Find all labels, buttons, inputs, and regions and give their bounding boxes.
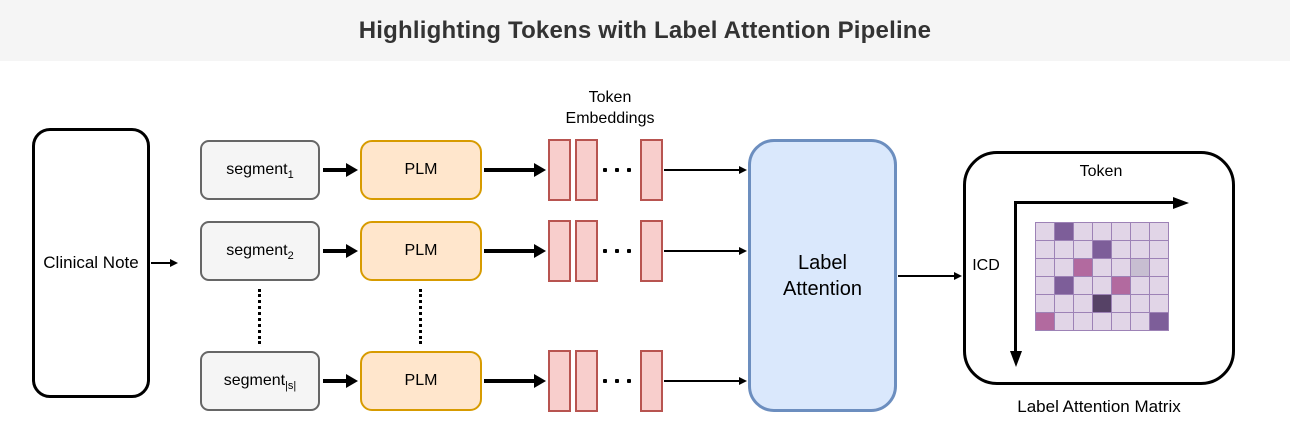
token-embedding-bar xyxy=(640,139,663,201)
label-attention-label-line2: Attention xyxy=(783,277,862,300)
token-embeddings-label: Token Embeddings xyxy=(545,87,675,129)
attention-matrix xyxy=(1035,222,1169,331)
plm-label-3: PLM xyxy=(404,372,438,389)
matrix-cell-r5-c6 xyxy=(1131,295,1149,312)
token-embedding-bar xyxy=(575,350,598,412)
matrix-cell-r1-c2 xyxy=(1055,223,1073,240)
matrix-cell-r6-c4 xyxy=(1093,313,1111,330)
matrix-cell-r2-c3 xyxy=(1074,241,1092,258)
token-embedding-bar xyxy=(575,220,598,282)
matrix-cell-r2-c6 xyxy=(1131,241,1149,258)
plm-to-embeddings-arrow-1 xyxy=(484,163,546,177)
token-embedding-bar xyxy=(548,220,571,282)
plm-box-1: PLM xyxy=(360,140,482,200)
clinical-note-label: Clinical Note xyxy=(43,253,139,272)
icd-axis-arrow xyxy=(1009,203,1022,367)
matrix-cell-r4-c7 xyxy=(1150,277,1168,294)
matrix-cell-r1-c4 xyxy=(1093,223,1111,240)
clinical-note-arrow xyxy=(151,258,178,268)
matrix-cell-r5-c7 xyxy=(1150,295,1168,312)
matrix-cell-r2-c5 xyxy=(1112,241,1130,258)
matrix-cell-r3-c7 xyxy=(1150,259,1168,276)
matrix-cell-r1-c3 xyxy=(1074,223,1092,240)
label-attention-box: Label Attention xyxy=(748,139,897,412)
matrix-cell-r5-c5 xyxy=(1112,295,1130,312)
matrix-cell-r1-c1 xyxy=(1036,223,1054,240)
matrix-cell-r4-c4 xyxy=(1093,277,1111,294)
matrix-cell-r5-c3 xyxy=(1074,295,1092,312)
segment-to-plm-arrow-2 xyxy=(323,244,358,258)
matrix-cell-r4-c3 xyxy=(1074,277,1092,294)
matrix-cell-r4-c6 xyxy=(1131,277,1149,294)
attention-to-matrix-arrow xyxy=(898,271,962,281)
matrix-cell-r2-c4 xyxy=(1093,241,1111,258)
matrix-cell-r5-c4 xyxy=(1093,295,1111,312)
matrix-cell-r1-c6 xyxy=(1131,223,1149,240)
matrix-cell-r1-c5 xyxy=(1112,223,1130,240)
token-axis-arrow xyxy=(1014,196,1189,209)
embedding-ellipsis-dots xyxy=(603,249,631,253)
matrix-cell-r3-c2 xyxy=(1055,259,1073,276)
matrix-caption: Label Attention Matrix xyxy=(1017,397,1181,416)
matrix-cell-r2-c7 xyxy=(1150,241,1168,258)
plm-box-2: PLM xyxy=(360,221,482,281)
matrix-cell-r1-c7 xyxy=(1150,223,1168,240)
embeddings-to-attention-arrow-3 xyxy=(664,376,747,386)
token-embedding-bar xyxy=(548,139,571,201)
segment-label-2: segment2 xyxy=(226,242,294,263)
plm-ellipsis-dots xyxy=(419,289,422,344)
matrix-cell-r4-c2 xyxy=(1055,277,1073,294)
segment-box-1: segment1 xyxy=(200,140,320,200)
token-embedding-bar xyxy=(640,350,663,412)
token-embedding-bar xyxy=(548,350,571,412)
matrix-cell-r6-c3 xyxy=(1074,313,1092,330)
matrix-cell-r6-c5 xyxy=(1112,313,1130,330)
matrix-cell-r6-c6 xyxy=(1131,313,1149,330)
matrix-cell-r2-c2 xyxy=(1055,241,1073,258)
matrix-cell-r3-c6 xyxy=(1131,259,1149,276)
segment-to-plm-arrow-1 xyxy=(323,163,358,177)
matrix-cell-r6-c2 xyxy=(1055,313,1073,330)
matrix-cell-r5-c1 xyxy=(1036,295,1054,312)
matrix-cell-r3-c1 xyxy=(1036,259,1054,276)
segment-subscript-3: |s| xyxy=(285,380,297,393)
segment-subscript-1: 1 xyxy=(287,169,294,182)
matrix-cell-r2-c1 xyxy=(1036,241,1054,258)
embeddings-to-attention-arrow-2 xyxy=(664,246,747,256)
segment-box-3: segment|s| xyxy=(200,351,320,411)
matrix-cell-r6-c1 xyxy=(1036,313,1054,330)
plm-to-embeddings-arrow-3 xyxy=(484,374,546,388)
segment-ellipsis-dots xyxy=(258,289,261,344)
embedding-ellipsis-dots xyxy=(603,168,631,172)
plm-label-2: PLM xyxy=(404,242,438,259)
segment-subscript-2: 2 xyxy=(287,250,294,263)
matrix-cell-r3-c5 xyxy=(1112,259,1130,276)
token-embedding-bar xyxy=(640,220,663,282)
plm-to-embeddings-arrow-2 xyxy=(484,244,546,258)
title-bar: Highlighting Tokens with Label Attention… xyxy=(0,0,1290,61)
matrix-cell-r3-c3 xyxy=(1074,259,1092,276)
token-embeddings-label-line2: Embeddings xyxy=(565,110,655,128)
clinical-note-box: Clinical Note xyxy=(32,128,150,398)
icd-axis-label: ICD xyxy=(972,257,1000,274)
segment-box-2: segment2 xyxy=(200,221,320,281)
segment-label-1: segment1 xyxy=(226,161,294,182)
token-embeddings-label-line1: Token xyxy=(588,89,632,106)
matrix-cell-r3-c4 xyxy=(1093,259,1111,276)
matrix-cell-r4-c5 xyxy=(1112,277,1130,294)
embeddings-to-attention-arrow-1 xyxy=(664,165,747,175)
label-attention-label-line1: Label xyxy=(798,251,847,274)
matrix-cell-r5-c2 xyxy=(1055,295,1073,312)
token-embedding-bar xyxy=(575,139,598,201)
page-title: Highlighting Tokens with Label Attention… xyxy=(358,16,932,44)
segment-label-3: segment|s| xyxy=(223,372,297,393)
plm-label-1: PLM xyxy=(404,161,438,178)
matrix-cell-r4-c1 xyxy=(1036,277,1054,294)
embedding-ellipsis-dots xyxy=(603,379,631,383)
plm-box-3: PLM xyxy=(360,351,482,411)
segment-to-plm-arrow-3 xyxy=(323,374,358,388)
matrix-cell-r6-c7 xyxy=(1150,313,1168,330)
token-axis-label: Token xyxy=(1079,163,1123,180)
